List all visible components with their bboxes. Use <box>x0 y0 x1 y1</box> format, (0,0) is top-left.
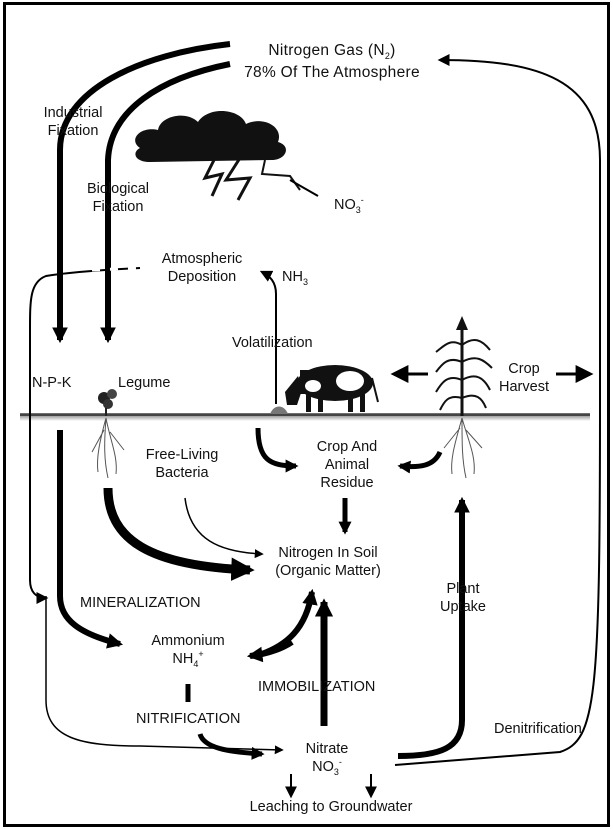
deposition-line <box>29 267 141 604</box>
deposition-dash <box>91 266 141 272</box>
ammonium-arrow-head <box>246 639 294 663</box>
no3-air-label: NO3- <box>334 195 364 215</box>
leaching-label: Leaching to Groundwater <box>249 799 413 815</box>
nitrogen-in-soil-label: Nitrogen In Soil(Organic Matter) <box>275 545 381 579</box>
legume-label: Legume <box>118 375 171 391</box>
residue-arrow-left <box>255 427 299 473</box>
npk-label: N-P-K <box>32 375 72 391</box>
biological-fixation-arrow <box>100 61 231 344</box>
npk-to-ammonium-arrow <box>57 430 124 649</box>
cow-icon <box>285 365 379 412</box>
ground-surface <box>20 413 590 421</box>
nitrogen-gas-label: Nitrogen Gas (N2) <box>268 42 396 61</box>
nh3-label: NH3 <box>282 269 308 287</box>
immobilization-label: IMMOBILIZATION <box>258 679 376 695</box>
industrial-fixation-arrow <box>52 41 231 344</box>
no3-air-dash <box>289 179 319 197</box>
manure-mound <box>270 406 288 414</box>
plant-uptake-arrow <box>397 496 470 759</box>
atmosphere-pct-label: 78% Of The Atmosphere <box>244 64 420 81</box>
nitrification-label: NITRIFICATION <box>136 711 241 727</box>
denitrification-arrow <box>394 54 601 766</box>
residue-arrow-right <box>397 450 443 474</box>
mineralization-label: MINERALIZATION <box>80 595 201 611</box>
corn-plant-icon <box>435 316 493 479</box>
nitrification-arrow-2 <box>197 732 265 760</box>
volatilization-label: Volatilization <box>232 335 313 351</box>
denitrification-label: Denitrification <box>494 721 582 737</box>
npk-to-nitrate-arrow <box>45 596 284 755</box>
free-living-arrow <box>184 497 264 559</box>
legume-plant-icon <box>91 389 125 479</box>
volatilization-arrow <box>259 270 277 404</box>
legume-to-soil-arrow <box>103 487 255 581</box>
